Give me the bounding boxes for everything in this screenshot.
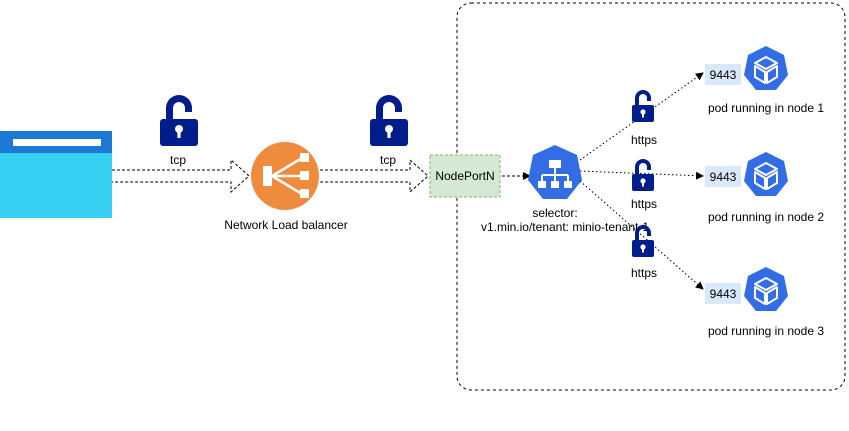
- kubernetes-pod-icon: [743, 45, 789, 91]
- browser-window-icon: [0, 131, 112, 218]
- tcp-connection-arrow-1: [112, 158, 250, 194]
- port-box-2: [705, 166, 741, 187]
- service-to-pod1-link: [579, 72, 704, 161]
- pod-port-3: 9443: [710, 287, 737, 301]
- https-label-3: https: [631, 266, 657, 280]
- kubernetes-pod-icon: [743, 151, 789, 197]
- pod-label-2: pod running in node 2: [708, 210, 824, 224]
- nodeport-label: NodePortN: [435, 169, 494, 183]
- padlock-icon: [370, 95, 408, 146]
- nodeport-box: [429, 154, 501, 198]
- padlock-icon: [632, 159, 654, 191]
- lock-label-tcp-1: tcp: [170, 153, 186, 167]
- load-balancer-label: Network Load balancer: [224, 218, 347, 232]
- selector-label-line2: v1.min.io/tenant: minio-tenant-1: [481, 220, 649, 234]
- kubernetes-service-icon: [528, 145, 582, 199]
- cluster-boundary: [456, 2, 846, 391]
- service-to-pod3-link: [579, 180, 704, 290]
- tcp-connection-arrow-2: [320, 158, 429, 194]
- selector-label-line1: selector:: [532, 206, 577, 220]
- padlock-icon: [160, 95, 198, 146]
- https-label-2: https: [631, 197, 657, 211]
- https-label-1: https: [631, 133, 657, 147]
- pod-label-3: pod running in node 3: [708, 324, 824, 338]
- service-to-pod2-link: [579, 170, 704, 180]
- padlock-icon: [632, 90, 654, 122]
- pod-port-1: 9443: [710, 68, 737, 82]
- lock-label-tcp-2: tcp: [380, 153, 396, 167]
- load-balancer-icon: [251, 142, 319, 210]
- pod-label-1: pod running in node 1: [708, 101, 824, 115]
- pod-port-2: 9443: [710, 170, 737, 184]
- port-box-3: [705, 283, 741, 304]
- port-box-1: [705, 64, 741, 85]
- kubernetes-pod-icon: [743, 266, 789, 312]
